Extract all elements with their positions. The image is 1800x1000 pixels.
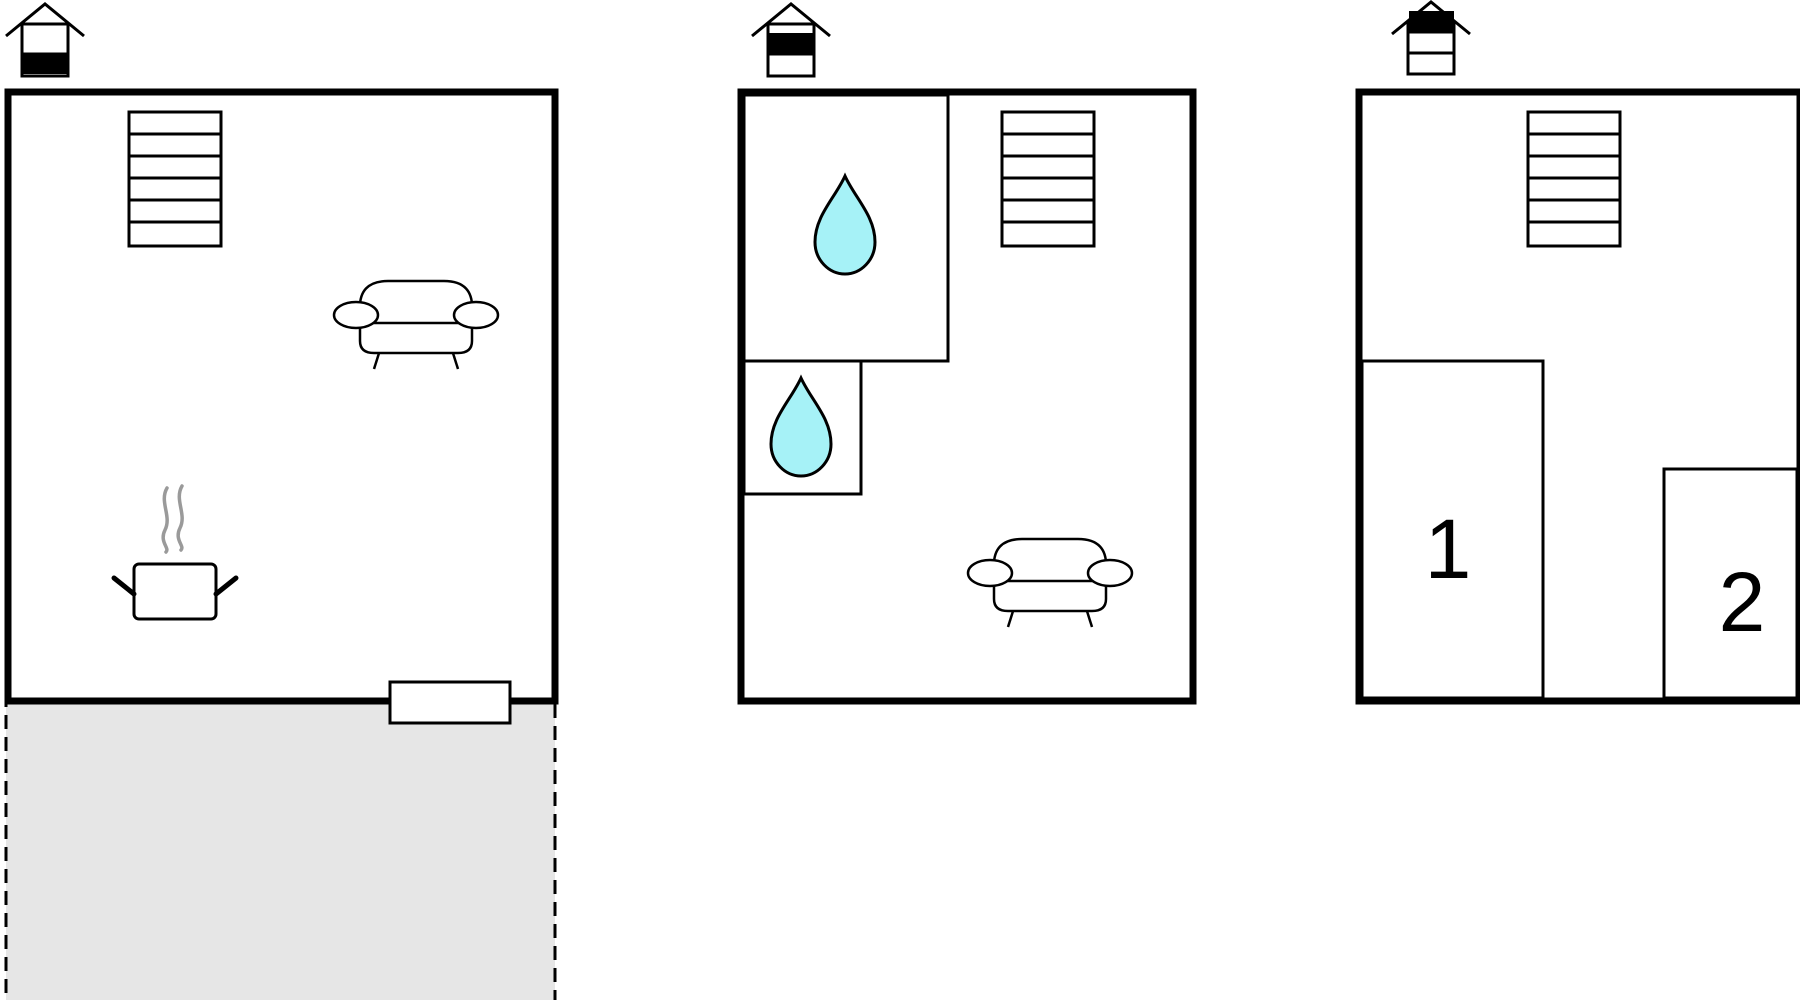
first-floor [737, 2, 1197, 705]
bedroom-2-label: 2 [1719, 555, 1766, 649]
level-indicator-first-icon [750, 2, 832, 78]
bedroom-2 [1662, 467, 1799, 700]
second-floor: 1 2 [1355, 0, 1800, 705]
bedroom-1-label: 1 [1425, 502, 1472, 596]
stairs-icon [127, 110, 223, 248]
level-indicator-second-icon [1390, 0, 1472, 76]
cooking-pot-icon [111, 484, 239, 621]
ground-floor [4, 2, 559, 1000]
ground-floor-walls [4, 88, 559, 705]
terrace [4, 701, 557, 1000]
door-threshold-icon [388, 680, 512, 725]
stairs-icon [1526, 110, 1622, 248]
stairs-icon [1000, 110, 1096, 248]
bedroom-1 [1360, 359, 1545, 700]
level-indicator-ground-icon [4, 2, 86, 78]
